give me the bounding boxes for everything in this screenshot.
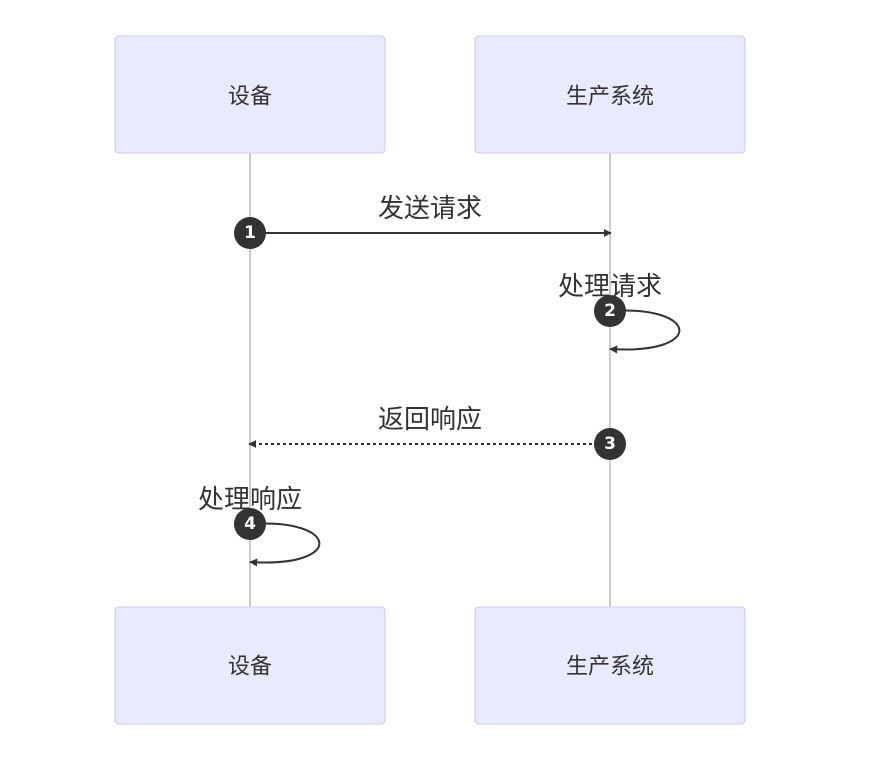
sequence-number: 3 bbox=[604, 434, 616, 454]
sequence-number-badge bbox=[594, 428, 626, 460]
sequence-number-badge bbox=[234, 217, 266, 249]
message-label: 发送请求 bbox=[378, 194, 482, 224]
actor-device-bottom[interactable]: 设备 bbox=[114, 606, 386, 725]
actor-box bbox=[474, 35, 746, 154]
sequence-number-badge bbox=[594, 295, 626, 327]
sequence-number: 4 bbox=[244, 514, 256, 534]
message-2[interactable]: 处理请求 2 bbox=[558, 272, 681, 354]
message-1[interactable]: 发送请求 1 bbox=[234, 194, 612, 249]
actor-box bbox=[114, 606, 386, 725]
self-loop-arrow bbox=[609, 309, 681, 354]
message-3[interactable]: 返回响应 3 bbox=[248, 405, 626, 460]
actor-box bbox=[474, 606, 746, 725]
actor-system-bottom[interactable]: 生产系统 bbox=[474, 606, 746, 725]
actor-device-label: 设备 bbox=[228, 655, 272, 680]
actor-system-top[interactable]: 生产系统 bbox=[474, 35, 746, 154]
actor-box bbox=[114, 35, 386, 154]
sequence-number-badge bbox=[234, 508, 266, 540]
message-4[interactable]: 处理响应 4 bbox=[198, 485, 321, 567]
actor-system-label: 生产系统 bbox=[566, 655, 654, 680]
actor-device-label: 设备 bbox=[228, 85, 272, 110]
message-label: 返回响应 bbox=[378, 405, 482, 435]
sequence-number: 2 bbox=[604, 301, 616, 321]
sequence-number: 1 bbox=[244, 223, 256, 243]
self-loop-arrow bbox=[249, 522, 321, 567]
actor-system-label: 生产系统 bbox=[566, 85, 654, 110]
actor-device-top[interactable]: 设备 bbox=[114, 35, 386, 154]
